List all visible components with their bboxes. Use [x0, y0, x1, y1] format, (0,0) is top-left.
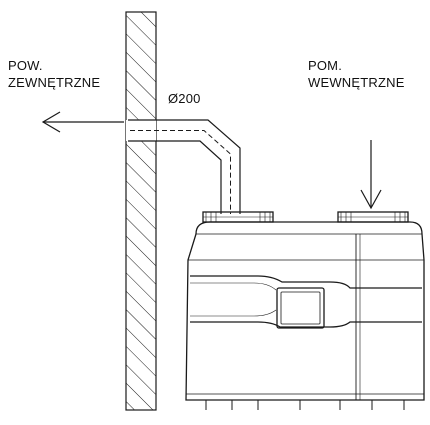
ventilation-unit: [185, 211, 425, 410]
outside-label-line1: POW.: [8, 58, 43, 73]
inside-label-line2: WEWNĘTRZNE: [308, 75, 405, 90]
left-connector: [202, 211, 274, 223]
inside-label-line1: POM.: [308, 58, 343, 73]
outside-label-line2: ZEWNĘTRZNE: [8, 75, 101, 90]
wall: [125, 11, 157, 411]
inflow-arrow: [360, 140, 382, 210]
exhaust-duct: [126, 119, 241, 214]
right-connector: [337, 211, 409, 223]
outflow-arrow: [41, 111, 124, 133]
duct-diameter-label: Ø200: [168, 91, 201, 106]
